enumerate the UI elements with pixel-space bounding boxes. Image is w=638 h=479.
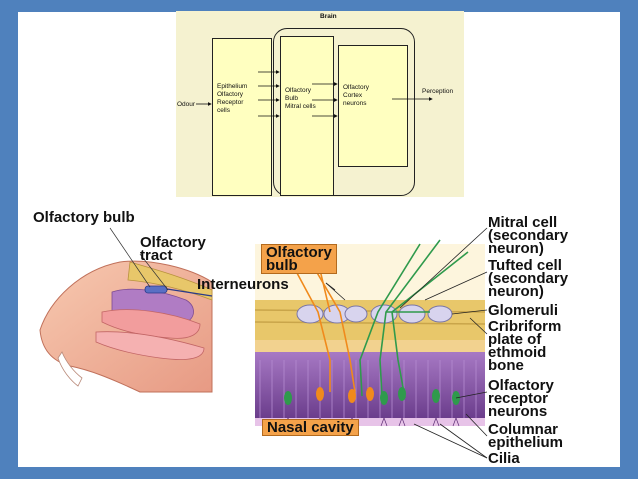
cribriform-label: Cribriform plate of ethmoid bone: [488, 318, 562, 374]
mitral-line: Mitral cell: [488, 214, 558, 231]
cilia-label: Cilia: [488, 450, 520, 467]
box2-line: Mitral cells: [285, 103, 316, 110]
olfactory-tract-label: Olfactory tract: [140, 234, 206, 264]
mitral-line: (secondary: [488, 227, 569, 244]
perception-label: Perception: [422, 88, 454, 95]
brain-outline: [273, 28, 415, 196]
box2-line: Olfactory: [285, 87, 312, 94]
olfactory-cortex-box: Olfactory Cortex neurons: [338, 45, 408, 167]
cribriform-line: bone: [488, 357, 524, 374]
box1-line: Olfactory: [217, 91, 244, 98]
nasal-cavity-tag: Nasal cavity: [262, 419, 359, 436]
nose-leader-lines: [109, 227, 169, 291]
box1-line: Epithelium: [217, 83, 248, 90]
box2-line: Bulb: [285, 95, 299, 102]
olfactory-tract-line: Olfactory: [140, 234, 206, 251]
box1-line: Receptor: [217, 99, 244, 106]
receptor-neurons-label: Olfactory receptor neurons: [488, 377, 554, 420]
box3-line: neurons: [343, 100, 367, 107]
epithelium-box: Epithelium Olfactory Receptor cells: [212, 38, 272, 196]
tufted-line: neuron): [488, 283, 544, 300]
box3-line: Cortex: [343, 92, 363, 99]
flow-arrows: [196, 70, 433, 118]
bulb-tag-line: Olfactory: [266, 244, 332, 261]
box1-line: cells: [217, 107, 231, 114]
box3-line: Olfactory: [343, 84, 370, 91]
olfactory-bulb-tag: Olfactory bulb: [261, 244, 337, 274]
tufted-cell-label: Tufted cell (secondary neuron): [488, 257, 569, 300]
odour-label: Odour: [177, 101, 196, 108]
cribriform-line: plate of: [488, 331, 542, 348]
interneurons-label: Interneurons: [197, 276, 289, 293]
cribriform-line: Cribriform: [488, 318, 562, 335]
receptor-line: Olfactory: [488, 377, 554, 394]
brain-label: Brain: [320, 13, 337, 20]
columnar-epithelium-label: Columnar epithelium: [488, 421, 564, 451]
mitral-line: neuron): [488, 240, 544, 257]
tufted-line: Tufted cell: [488, 257, 562, 274]
olfactory-tract-line: tract: [140, 247, 173, 264]
tufted-line: (secondary: [488, 270, 569, 287]
columnar-line: Columnar: [488, 421, 559, 438]
cribriform-line: ethmoid: [488, 344, 547, 361]
olfactory-bulb-label: Olfactory bulb: [33, 209, 135, 226]
bulb-tag-line: bulb: [266, 257, 298, 274]
glomeruli-label: Glomeruli: [488, 302, 559, 319]
mitral-cell-label: Mitral cell (secondary neuron): [488, 214, 569, 257]
nose-illustration: [39, 260, 213, 393]
histology-illustration: [254, 239, 486, 427]
receptor-line: receptor: [488, 390, 549, 407]
columnar-line: epithelium: [488, 434, 564, 451]
receptor-line: neurons: [488, 403, 548, 420]
histology-leader-lines: [325, 227, 488, 459]
